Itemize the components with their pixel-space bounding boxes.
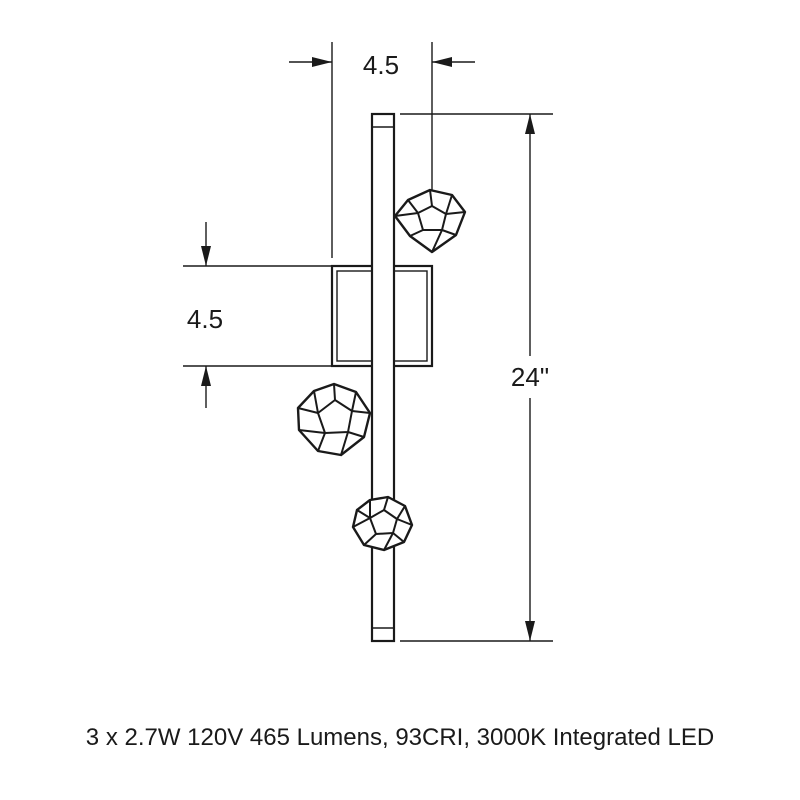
fixture-rod xyxy=(370,112,396,643)
backplate-arrow-top xyxy=(201,246,211,266)
width-dimension: 4.5 xyxy=(289,42,475,258)
spec-caption: 3 x 2.7W 120V 465 Lumens, 93CRI, 3000K I… xyxy=(85,724,715,751)
width-dimension-label: 4.5 xyxy=(363,50,399,80)
width-arrow-right xyxy=(432,57,452,67)
height-dimension: 24" xyxy=(400,113,553,642)
backplate-arrow-bottom xyxy=(201,366,211,386)
crystal-shade-middle xyxy=(296,382,372,457)
width-arrow-left xyxy=(312,57,332,67)
height-arrow-bottom xyxy=(525,621,535,641)
crystal-shade-bottom xyxy=(351,495,414,552)
backplate-dimension: 4.5 xyxy=(183,222,332,408)
height-arrow-top xyxy=(525,114,535,134)
crystal-shade-top xyxy=(393,188,467,254)
height-dimension-label: 24" xyxy=(511,362,549,392)
backplate-dimension-label: 4.5 xyxy=(187,304,223,334)
